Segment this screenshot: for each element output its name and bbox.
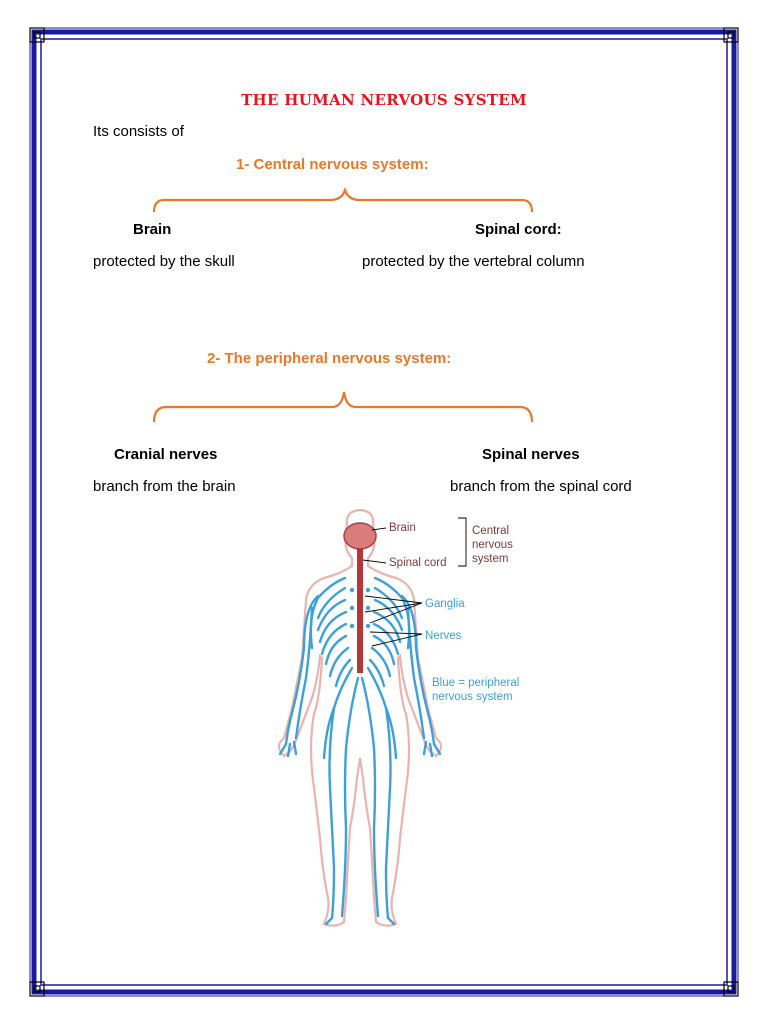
central-heading: 1- Central nervous system: bbox=[236, 156, 429, 173]
spinal-cord-shape bbox=[357, 548, 363, 673]
peripheral-nerves bbox=[278, 576, 442, 926]
legend-line2: nervous system bbox=[432, 691, 513, 703]
peripheral-heading: 2- The peripheral nervous system: bbox=[207, 350, 452, 367]
label-spinal-cord: Spinal cord bbox=[389, 557, 447, 569]
intro-text: Its consists of bbox=[93, 123, 184, 140]
nervous-system-diagram: Brain Spinal cord Central nervous system… bbox=[277, 508, 519, 927]
page-title: THE HUMAN NERVOUS SYSTEM bbox=[241, 91, 527, 109]
label-cns-line2: nervous bbox=[472, 539, 513, 551]
label-brain: Brain bbox=[389, 522, 416, 534]
peripheral-brace bbox=[152, 391, 534, 423]
spinal-nerves-description: branch from the spinal cord bbox=[450, 478, 632, 495]
label-cns-line3: system bbox=[472, 553, 508, 565]
cranial-nerves-description: branch from the brain bbox=[93, 478, 236, 495]
ganglia-dots bbox=[349, 587, 371, 629]
brain-shape bbox=[343, 522, 377, 550]
spinal-cord-label: Spinal cord: bbox=[475, 221, 562, 238]
label-cns-line1: Central bbox=[472, 525, 509, 537]
label-ganglia: Ganglia bbox=[425, 598, 465, 610]
brain-label: Brain bbox=[133, 221, 172, 238]
label-nerves: Nerves bbox=[425, 630, 462, 642]
legend-line1: Blue = peripheral bbox=[432, 677, 519, 689]
spinal-nerves-label: Spinal nerves bbox=[482, 446, 580, 463]
leader-lines bbox=[362, 517, 467, 647]
cranial-nerves-label: Cranial nerves bbox=[114, 446, 218, 463]
brain-description: protected by the skull bbox=[93, 253, 235, 270]
central-brace bbox=[152, 188, 534, 213]
spinal-cord-description: protected by the vertebral column bbox=[362, 253, 585, 270]
